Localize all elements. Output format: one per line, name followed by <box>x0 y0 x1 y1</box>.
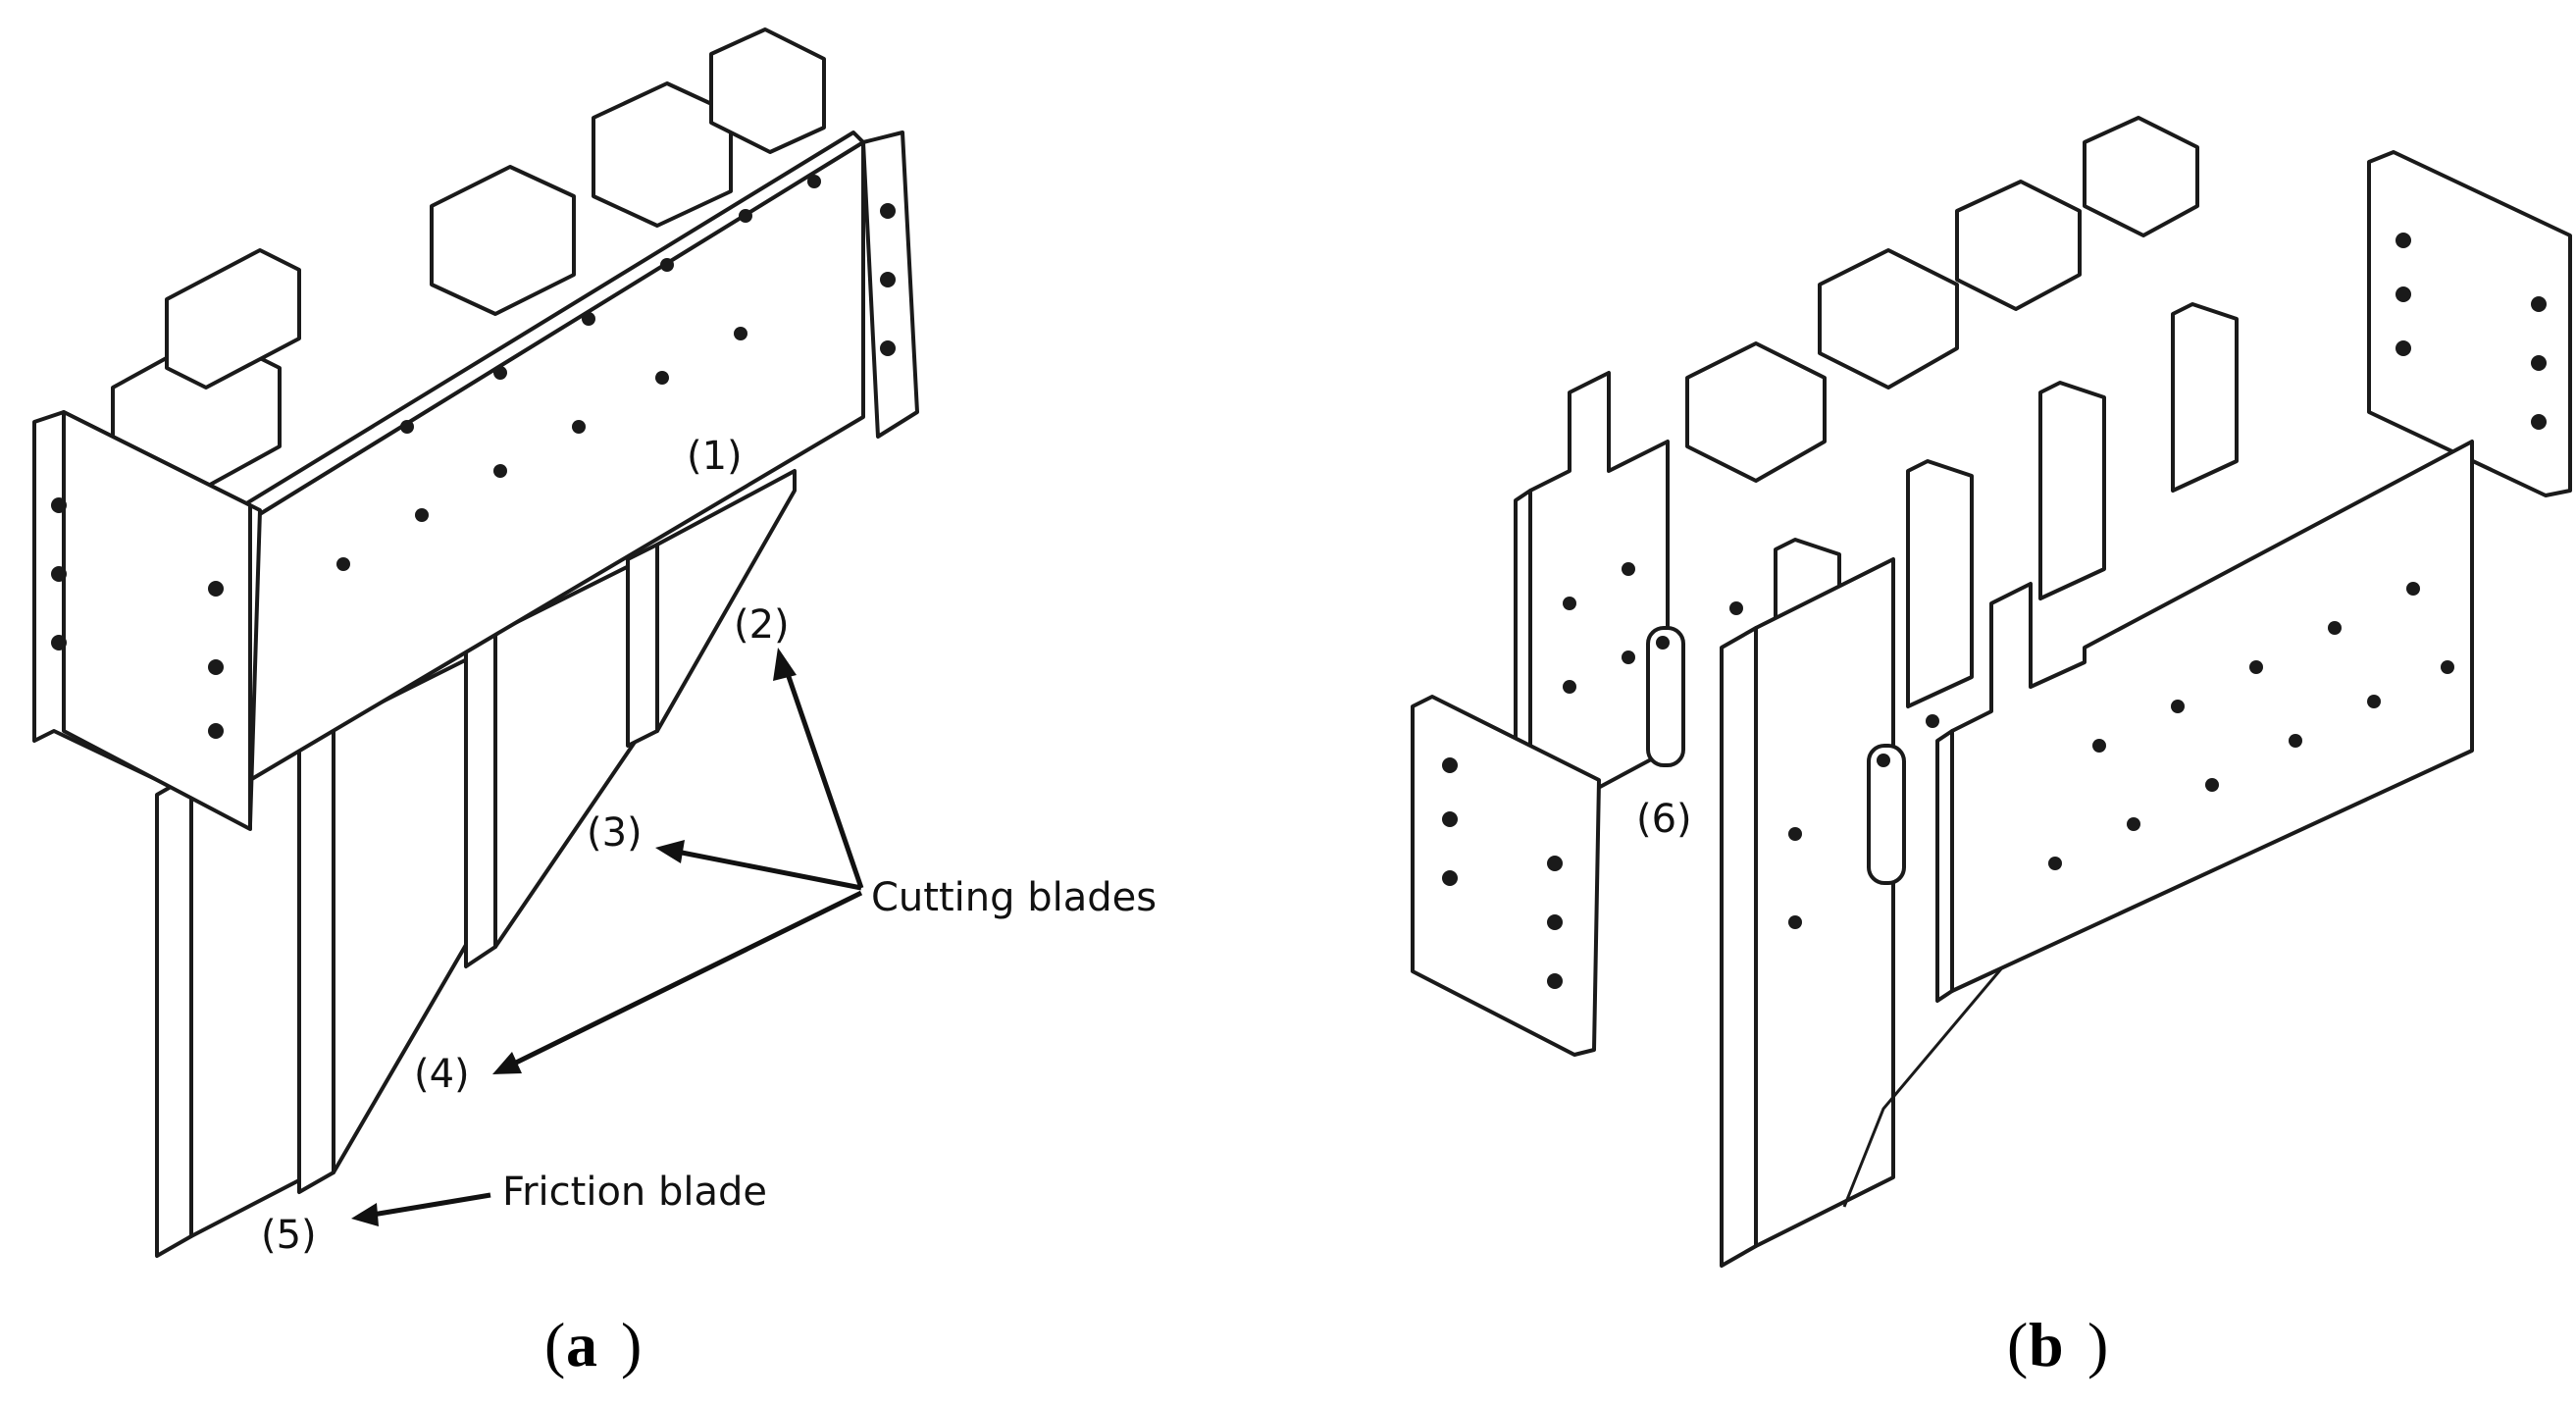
exploded-clamp-block-3 <box>1955 180 2082 311</box>
label-part-2: (2) <box>734 602 790 648</box>
caption-a-close: ) <box>621 1310 642 1379</box>
panel-a-arrows <box>351 648 864 1226</box>
arrowhead-part-2 <box>773 648 797 681</box>
left-end-plate-detached <box>1411 695 1601 1057</box>
blade-bevel-line <box>1842 921 2042 1208</box>
arrow-to-part-5 <box>372 1192 491 1218</box>
label-part-6: (6) <box>1636 797 1692 842</box>
front-housing-plate-edge <box>1935 729 1954 1003</box>
label-cutting-blades: Cutting blades <box>871 875 1157 920</box>
exploded-blade-1 <box>2171 302 2239 493</box>
label-part-3: (3) <box>587 810 643 856</box>
label-friction-blade: Friction blade <box>502 1170 767 1215</box>
label-part-4: (4) <box>414 1052 470 1097</box>
arrowhead-part-5 <box>351 1203 379 1226</box>
caption-a-letter: a <box>566 1310 597 1379</box>
label-part-5: (5) <box>261 1213 317 1258</box>
caption-b: ( b ) <box>2007 1310 2108 1379</box>
clamp-block-4 <box>592 81 733 228</box>
cutting-blade-2 <box>655 469 797 733</box>
left-end-plate-face <box>62 410 252 831</box>
panel-b-bolt-holes <box>1442 233 2547 989</box>
label-part-1: (1) <box>687 434 743 479</box>
right-end-plate-detached <box>2367 150 2572 497</box>
clamp-block-2 <box>165 248 301 390</box>
exploded-clamp-block-1 <box>1685 341 1827 483</box>
inner-long-plate-edge <box>1720 626 1758 1268</box>
exploded-blade-3 <box>1906 459 1974 708</box>
front-housing-plate <box>1950 440 2474 993</box>
exploded-blade-2 <box>2038 381 2106 600</box>
caption-a-open: ( <box>544 1310 565 1379</box>
panel-a-drawing <box>32 27 919 1258</box>
panel-a-bolt-holes <box>51 175 896 739</box>
arrow-to-part-2 <box>782 664 864 889</box>
panel-a-labels: (1) (2) (3) (4) (5) Cutting blades Frict… <box>261 434 1157 1258</box>
arrow-to-part-3 <box>676 849 862 891</box>
cutting-blade-2-edge <box>626 543 659 748</box>
exploded-clamp-block-4 <box>2083 116 2199 237</box>
exploded-clamp-block-2 <box>1818 248 1959 390</box>
arrowhead-part-3 <box>655 840 685 863</box>
link-6-a <box>1646 626 1685 767</box>
clamp-block-3 <box>430 165 576 316</box>
caption-b-letter: b <box>2029 1310 2064 1379</box>
link-6-b <box>1867 744 1906 885</box>
caption-b-close: ) <box>2087 1310 2108 1379</box>
arrow-to-part-4 <box>510 890 863 1067</box>
arrowhead-part-4 <box>492 1052 522 1074</box>
inner-long-plate <box>1754 557 1895 1248</box>
caption-a: ( a ) <box>544 1310 642 1379</box>
panel-b-drawing <box>1411 116 2572 1268</box>
friction-blade-plate <box>155 773 193 1258</box>
clamp-block-5 <box>709 27 826 154</box>
cutting-blade-4-edge <box>297 724 335 1194</box>
cutting-blade-3-edge <box>464 631 497 968</box>
caption-b-open: ( <box>2007 1310 2028 1379</box>
